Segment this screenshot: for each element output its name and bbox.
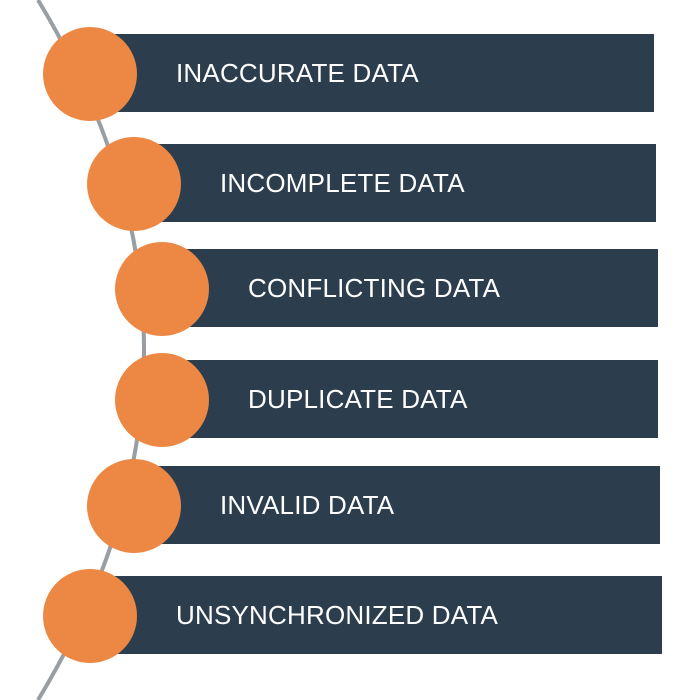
marker-inaccurate-data — [43, 27, 137, 121]
marker-duplicate-data — [115, 353, 209, 447]
label-inaccurate-data: INACCURATE DATA — [176, 57, 419, 88]
bar-duplicate-data: DUPLICATE DATA — [160, 360, 658, 438]
bar-inaccurate-data: INACCURATE DATA — [88, 34, 654, 112]
marker-conflicting-data — [115, 242, 209, 336]
bar-invalid-data: INVALID DATA — [132, 466, 660, 544]
bar-conflicting-data: CONFLICTING DATA — [160, 249, 658, 327]
marker-invalid-data — [87, 459, 181, 553]
marker-incomplete-data — [87, 137, 181, 231]
label-invalid-data: INVALID DATA — [220, 489, 395, 520]
marker-unsynchronized-data — [43, 569, 137, 663]
bar-unsynchronized-data: UNSYNCHRONIZED DATA — [88, 576, 662, 654]
bar-incomplete-data: INCOMPLETE DATA — [132, 144, 656, 222]
label-incomplete-data: INCOMPLETE DATA — [220, 167, 465, 198]
label-unsynchronized-data: UNSYNCHRONIZED DATA — [176, 599, 499, 630]
label-duplicate-data: DUPLICATE DATA — [248, 383, 468, 414]
label-conflicting-data: CONFLICTING DATA — [248, 272, 501, 303]
